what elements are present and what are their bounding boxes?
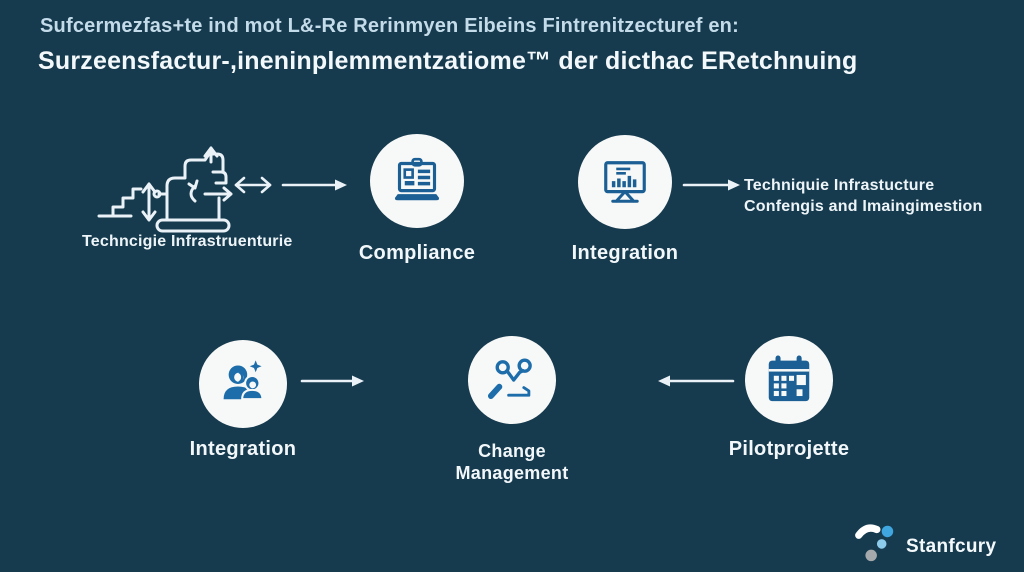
change-label-line2: Management — [455, 463, 569, 483]
node-pilotprojette — [745, 336, 833, 424]
slide-title: Surzeensfactur-,ineninplemmentzatiome™ d… — [38, 47, 858, 75]
node-integration-bottom — [199, 340, 287, 428]
monitor-chart-icon — [597, 154, 653, 210]
result-line-1: Techniquie Infrastucture — [744, 177, 935, 194]
node-label-change-management: Change Management — [437, 440, 587, 484]
slide-subtitle: Sufcermezfas+te ind mot L&-Re Rerinmyen … — [40, 15, 739, 37]
right-arrow-icon — [682, 177, 742, 193]
calendar-icon — [762, 353, 816, 407]
hand-drawn-machine-stairs-icon — [95, 136, 240, 236]
node-change-management — [468, 336, 556, 424]
left-arrow-icon — [655, 373, 735, 389]
node-label-pilotprojette: Pilotprojette — [728, 438, 850, 460]
team-people-icon — [216, 357, 270, 411]
source-label: Techncigie Infrastruenturie — [82, 233, 293, 250]
change-label-line1: Change — [478, 441, 546, 461]
brand-logo: Stanfcury — [852, 518, 996, 566]
node-label-integration-top: Integration — [571, 242, 679, 264]
node-label-integration-bottom: Integration — [189, 438, 297, 460]
result-text: Techniquie Infrastucture Confengis and I… — [744, 175, 983, 217]
dots-swoosh-logo-icon — [852, 518, 898, 566]
brand-name: Stanfcury — [906, 536, 997, 557]
node-label-compliance: Compliance — [358, 242, 476, 264]
result-line-2: Confengis and Imaingimestion — [744, 198, 983, 215]
node-compliance — [370, 134, 464, 228]
clipboard-laptop-icon — [389, 153, 445, 209]
right-arrow-icon — [281, 177, 349, 193]
node-integration-top — [578, 135, 672, 229]
magnifier-trend-icon — [485, 353, 539, 407]
right-arrow-icon — [300, 373, 366, 389]
double-arrow-icon — [230, 172, 276, 198]
